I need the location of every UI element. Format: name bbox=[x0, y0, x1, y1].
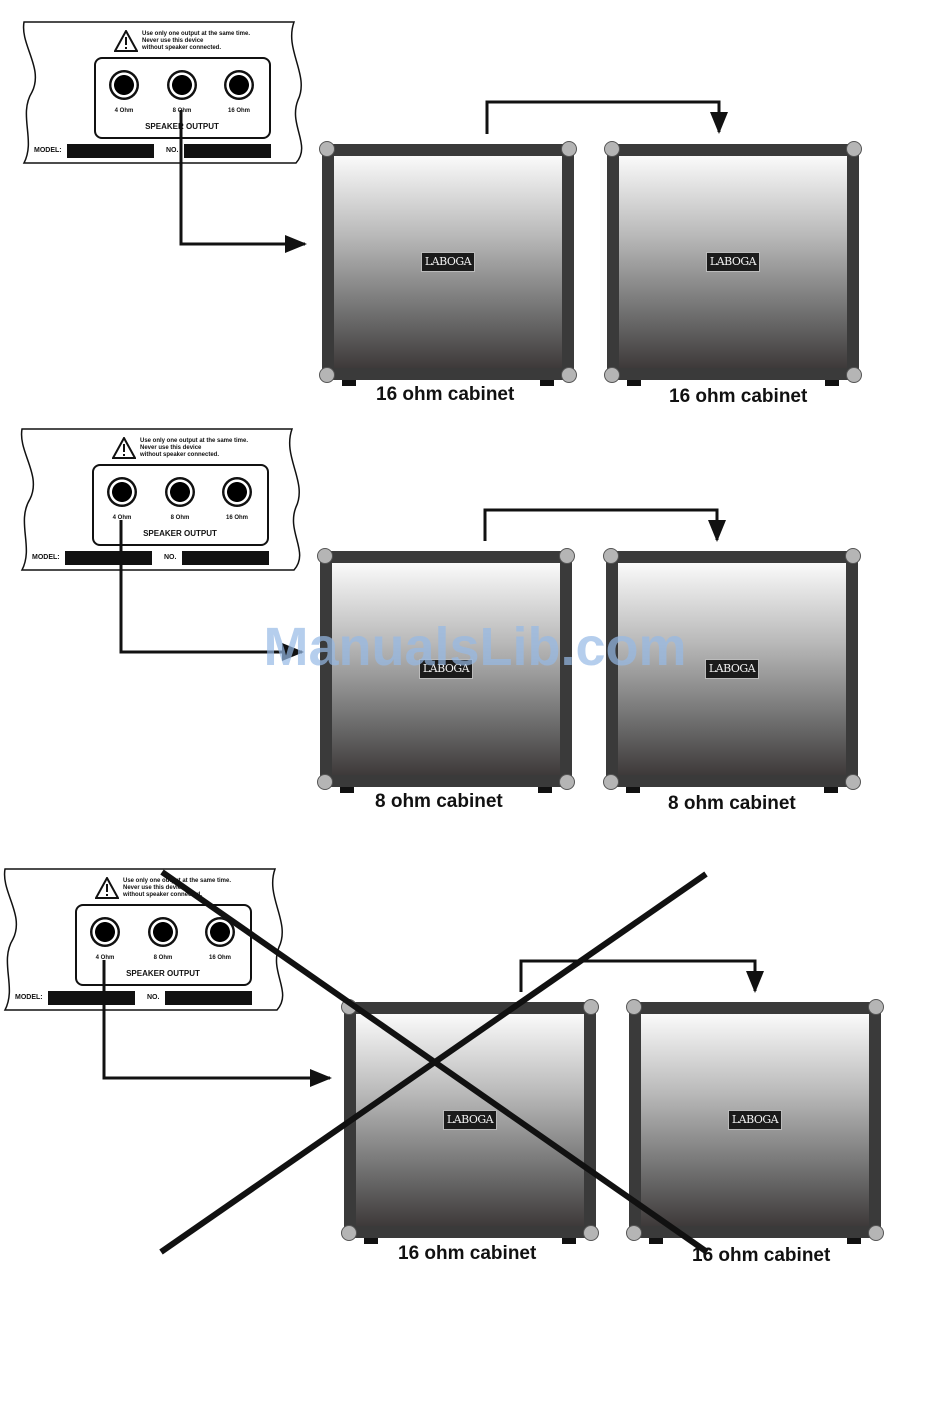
warning-icon bbox=[111, 435, 137, 459]
cabinet-label: 16 ohm cabinet bbox=[398, 1243, 537, 1264]
laboga-logo: LABOGA bbox=[705, 659, 759, 679]
speaker-output-box bbox=[75, 904, 252, 986]
cabinet-label: 16 ohm cabinet bbox=[376, 384, 515, 405]
wire-cabinet-link bbox=[519, 959, 764, 993]
laboga-logo: LABOGA bbox=[419, 659, 473, 679]
cabinet: LABOGA bbox=[603, 548, 861, 793]
no-label: NO. bbox=[166, 147, 179, 154]
jack-label: 8 Ohm bbox=[153, 955, 173, 961]
number-plate bbox=[184, 144, 271, 158]
warning-line: without speaker connected. bbox=[123, 892, 203, 898]
jack-8-ohm[interactable] bbox=[165, 477, 195, 507]
wire-amp-to-cabinet bbox=[119, 520, 304, 661]
number-plate bbox=[165, 991, 252, 1005]
number-plate bbox=[182, 551, 269, 565]
warning-line: without speaker connected. bbox=[140, 452, 220, 458]
cross-line bbox=[159, 871, 708, 1255]
cabinet-label: 8 ohm cabinet bbox=[668, 793, 796, 814]
warning-line: without speaker connected. bbox=[142, 45, 222, 51]
jack-label: 4 Ohm bbox=[114, 108, 134, 114]
jack-label: 4 Ohm bbox=[95, 955, 115, 961]
cabinet-label: 16 ohm cabinet bbox=[692, 1245, 831, 1266]
speaker-output-label: SPEAKER OUTPUT bbox=[143, 529, 217, 538]
jack-label: 8 Ohm bbox=[170, 515, 190, 521]
cabinet: LABOGA bbox=[626, 999, 884, 1244]
jack-8-ohm[interactable] bbox=[148, 917, 178, 947]
cabinet: LABOGA bbox=[317, 548, 575, 793]
laboga-logo: LABOGA bbox=[728, 1110, 782, 1130]
wire-amp-to-cabinet bbox=[102, 960, 332, 1087]
warning-line: Never use this device bbox=[142, 38, 204, 44]
model-label: MODEL: bbox=[32, 554, 60, 561]
wire-cabinet-link bbox=[483, 508, 726, 542]
laboga-logo: LABOGA bbox=[443, 1110, 497, 1130]
jack-4-ohm[interactable] bbox=[107, 477, 137, 507]
amp-panel-2: Use only one output at the same time. Ne… bbox=[20, 427, 310, 572]
cabinet: LABOGA bbox=[319, 141, 577, 386]
jack-16-ohm[interactable] bbox=[224, 70, 254, 100]
wire-cabinet-link bbox=[485, 100, 728, 134]
jack-label: 4 Ohm bbox=[112, 515, 132, 521]
warning-text: Use only one output at the same time. Ne… bbox=[140, 438, 300, 459]
laboga-logo: LABOGA bbox=[706, 252, 760, 272]
speaker-output-box bbox=[92, 464, 269, 546]
model-plate bbox=[67, 144, 154, 158]
jack-8-ohm[interactable] bbox=[167, 70, 197, 100]
speaker-output-label: SPEAKER OUTPUT bbox=[126, 969, 200, 978]
jack-label: 16 Ohm bbox=[225, 515, 248, 521]
model-label: MODEL: bbox=[34, 147, 62, 154]
model-plate bbox=[65, 551, 152, 565]
warning-icon bbox=[94, 875, 120, 899]
amp-panel-1: Use only one output at the same time. Ne… bbox=[22, 20, 312, 165]
jack-4-ohm[interactable] bbox=[109, 70, 139, 100]
jack-label: 16 Ohm bbox=[208, 955, 231, 961]
warning-icon bbox=[113, 28, 139, 52]
laboga-logo: LABOGA bbox=[421, 252, 475, 272]
warning-line: Never use this device bbox=[123, 885, 185, 891]
warning-text: Use only one output at the same time. Ne… bbox=[142, 31, 302, 52]
warning-line: Use only one output at the same time. bbox=[140, 438, 249, 444]
warning-line: Never use this device bbox=[140, 445, 202, 451]
model-plate bbox=[48, 991, 135, 1005]
jack-label: 16 Ohm bbox=[227, 108, 250, 114]
cabinet: LABOGA bbox=[604, 141, 862, 386]
no-label: NO. bbox=[147, 994, 160, 1001]
no-label: NO. bbox=[164, 554, 177, 561]
wire-amp-to-cabinet bbox=[179, 110, 307, 253]
cabinet-label: 8 ohm cabinet bbox=[375, 791, 503, 812]
watermark: ManualsLib.com bbox=[263, 617, 687, 677]
jack-4-ohm[interactable] bbox=[90, 917, 120, 947]
warning-line: Use only one output at the same time. bbox=[142, 31, 251, 37]
cabinet-label: 16 ohm cabinet bbox=[669, 386, 808, 407]
jack-16-ohm[interactable] bbox=[222, 477, 252, 507]
model-label: MODEL: bbox=[15, 994, 43, 1001]
